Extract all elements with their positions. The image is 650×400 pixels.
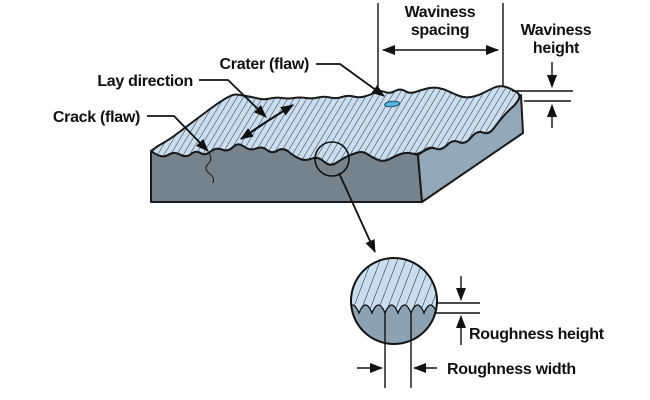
roughness-width-dimension: Roughness width: [357, 311, 576, 388]
roughness-profile-line: [351, 304, 437, 315]
detail-circle-outline: [350, 257, 438, 345]
crack-label: Crack (flaw): [53, 109, 140, 126]
waviness-spacing-dimension: Waviness spacing: [377, 3, 504, 89]
lay-direction-label: Lay direction: [97, 73, 193, 90]
waviness-height-dimension: Waviness height: [512, 22, 592, 128]
crater-label: Crater (flaw): [220, 56, 309, 73]
roughness-height-label: Roughness height: [469, 326, 605, 343]
machined-block: [150, 85, 524, 203]
crack-flaw-line: [205, 152, 215, 184]
roughness-width-label: Roughness width: [447, 361, 576, 378]
magnifier-leader-arrow: [338, 172, 376, 253]
magnifier-circle: [314, 141, 350, 177]
waviness-height-label-line2: height: [533, 40, 580, 57]
detail-upper-hatching: [351, 258, 437, 313]
lay-direction-leader-arrow: [199, 79, 267, 118]
crack-leader-arrow: [147, 115, 209, 152]
crater-flaw-spot: [384, 100, 400, 108]
waviness-spacing-label-line2: spacing: [411, 22, 469, 39]
roughness-detail-circle: [350, 257, 438, 345]
crater-leader-arrow: [316, 63, 385, 97]
lay-direction-arrow: [240, 104, 294, 140]
waviness-height-label-line1: Waviness: [521, 22, 592, 39]
roughness-height-dimension: Roughness height: [434, 276, 605, 345]
waviness-spacing-label-line1: Waviness: [405, 4, 476, 21]
